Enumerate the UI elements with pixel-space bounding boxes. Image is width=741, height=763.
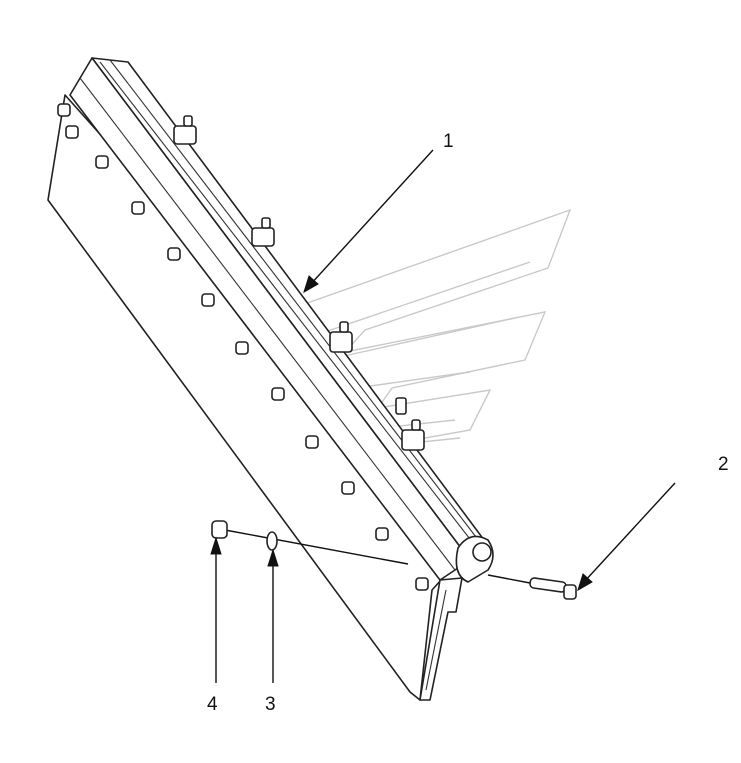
callout-3 xyxy=(267,548,279,683)
blade-assembly xyxy=(47,57,494,701)
bolt-head-icon xyxy=(131,201,145,215)
callout-label-2: 2 xyxy=(718,454,729,475)
bolt-head-icon xyxy=(95,155,109,169)
bolt-head-icon xyxy=(57,103,71,117)
bolt-head-icon xyxy=(65,125,79,139)
bolt-head-icon xyxy=(167,247,181,261)
callout-label-1: 1 xyxy=(443,131,454,152)
callout-label-3: 3 xyxy=(265,694,276,715)
clamp-block-icon xyxy=(401,419,425,451)
pin-bolt xyxy=(487,574,577,600)
bolt-head-icon xyxy=(201,293,215,307)
nut-washer-set xyxy=(211,520,409,565)
clamp-block-icon xyxy=(329,321,353,353)
bolt-head-icon xyxy=(375,527,389,541)
callout-2 xyxy=(577,482,676,592)
bolt-head-icon xyxy=(415,577,429,591)
grease-fitting-icon xyxy=(395,397,407,415)
bolt-head-icon xyxy=(271,387,285,401)
bolt-head-icon xyxy=(341,481,355,495)
bolt-head-icon xyxy=(305,435,319,449)
rail-clamps xyxy=(173,115,425,451)
nut-icon xyxy=(211,520,228,539)
clamp-block-icon xyxy=(173,115,197,145)
end-cap-pin xyxy=(472,542,492,562)
clamp-block-icon xyxy=(251,217,275,247)
washer-icon xyxy=(266,531,278,551)
plate-bolts xyxy=(57,103,429,591)
callout-4 xyxy=(210,536,222,683)
callout-1 xyxy=(303,149,434,294)
bolt-head-icon xyxy=(235,341,249,355)
callout-label-4: 4 xyxy=(207,694,218,715)
blade-plate xyxy=(47,94,471,701)
